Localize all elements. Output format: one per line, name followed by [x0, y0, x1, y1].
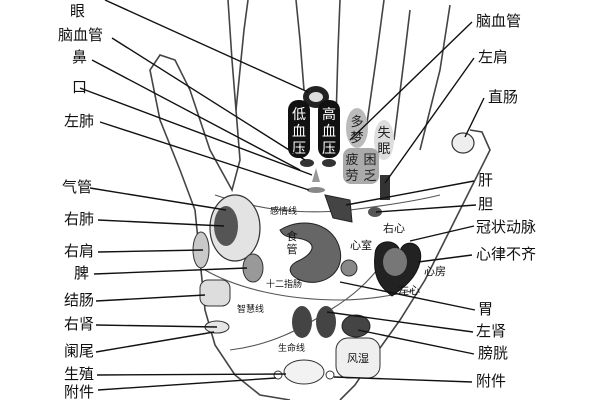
label-coronary-artery: 冠状动脉 — [476, 218, 536, 236]
high-bp-char-3: 压 — [322, 141, 336, 157]
label-cerebral-vessel-right: 脑血管 — [476, 12, 521, 30]
inner-labels: 感情线 食 管 心室 右心 心房 左心 十二指肠 智慧线 生命线 风湿 — [237, 205, 446, 365]
gallbladder-shape — [368, 207, 382, 217]
left-kidney-shape — [292, 306, 312, 338]
atrium-label: 心房 — [424, 265, 446, 278]
mouth-shape — [307, 187, 325, 193]
bladder-shape — [341, 314, 371, 338]
label-rectum: 直肠 — [488, 88, 518, 106]
right-lung-lobe — [214, 206, 238, 246]
label-colon: 结肠 — [64, 291, 94, 309]
label-gallbladder: 胆 — [478, 195, 493, 213]
stomach-spot — [340, 259, 358, 277]
bp-fingers: 低 血 压 高 血 压 多 梦 失 眠 疲 困 劳 乏 — [288, 100, 394, 184]
label-nose: 鼻 — [72, 48, 87, 66]
label-liver: 肝 — [478, 171, 493, 189]
label-cerebral-vessel-left: 脑血管 — [58, 26, 103, 44]
low-bp-char-3: 压 — [292, 141, 306, 157]
left-shoulder-zone — [380, 175, 390, 200]
hand-outline — [149, 0, 491, 400]
label-appendix: 阑尾 — [64, 342, 94, 360]
left-label-column: 眼 脑血管 鼻 口 左肺 气管 右肺 右肩 脾 结肠 右肾 阑尾 生殖 附件 — [58, 2, 103, 400]
right-kidney-shape — [316, 306, 336, 338]
fatigue-char-4: 乏 — [363, 169, 376, 184]
adnexa-right-shape — [325, 370, 335, 380]
duodenum-label: 十二指肠 — [266, 278, 302, 290]
label-left-shoulder: 左肩 — [478, 48, 508, 66]
heart-inner — [383, 248, 407, 276]
right-label-column: 脑血管 左肩 直肠 肝 胆 冠状动脉 心律不齐 胃 左肾 膀胱 附件 — [476, 12, 536, 390]
insomnia-char-2: 眠 — [377, 142, 390, 157]
eye-pad-highlight — [309, 92, 323, 102]
rectum-pad — [451, 132, 475, 154]
stomach-shape — [279, 222, 342, 283]
label-eye: 眼 — [70, 2, 85, 20]
heart-chamber-label: 心室 — [350, 238, 372, 252]
low-bp-zone — [288, 100, 310, 158]
insomnia-zone — [374, 120, 394, 160]
label-right-lung: 右肺 — [64, 210, 94, 228]
low-bp-char-2: 血 — [292, 124, 306, 140]
label-stomach: 胃 — [478, 300, 493, 318]
rheumatism-label: 风湿 — [347, 352, 369, 365]
face-zone — [300, 159, 390, 200]
high-bp-zone — [318, 100, 340, 158]
right-eye — [322, 159, 336, 167]
label-reproductive: 生殖 — [64, 365, 94, 383]
high-bp-char-2: 血 — [322, 124, 336, 140]
fatigue-zone — [343, 148, 379, 184]
low-bp-char-1: 低 — [292, 107, 306, 123]
high-bp-char-1: 高 — [322, 106, 336, 123]
label-adnexa-right: 附件 — [476, 372, 506, 390]
esophagus-char-1: 食 — [287, 229, 298, 243]
fatigue-char-2: 困 — [363, 153, 376, 168]
label-trachea: 气管 — [62, 178, 92, 196]
label-arrhythmia: 心律不齐 — [476, 245, 536, 263]
label-adnexa-left: 附件 — [64, 383, 94, 400]
right-heart-label: 右心 — [383, 221, 405, 235]
dream-char-2: 梦 — [350, 131, 363, 146]
esophagus-char-2: 管 — [287, 242, 298, 256]
left-eye — [300, 159, 314, 167]
liver-shape — [324, 194, 353, 223]
nose-shape — [312, 168, 320, 182]
colon-shape — [199, 279, 231, 307]
life-line-label: 生命线 — [278, 342, 305, 354]
label-mouth: 口 — [72, 78, 87, 96]
left-heart-label: 左心 — [398, 284, 420, 297]
insomnia-char-1: 失 — [377, 126, 390, 141]
organs — [192, 194, 422, 385]
dream-char-1: 多 — [350, 114, 363, 130]
label-left-kidney: 左肾 — [476, 322, 506, 340]
fatigue-char-3: 劳 — [345, 168, 358, 184]
reproductive-shape — [283, 359, 325, 385]
label-right-kidney: 右肾 — [64, 315, 94, 333]
leader-lines — [79, 0, 485, 391]
adnexa-left-shape — [273, 370, 283, 380]
label-spleen: 脾 — [74, 264, 89, 282]
fatigue-char-1: 疲 — [345, 152, 358, 168]
wisdom-line-label: 智慧线 — [237, 303, 264, 315]
label-right-shoulder: 右肩 — [64, 242, 94, 260]
emotion-line-label: 感情线 — [270, 205, 297, 217]
label-left-lung: 左肺 — [64, 112, 94, 130]
label-bladder: 膀胱 — [478, 344, 508, 362]
